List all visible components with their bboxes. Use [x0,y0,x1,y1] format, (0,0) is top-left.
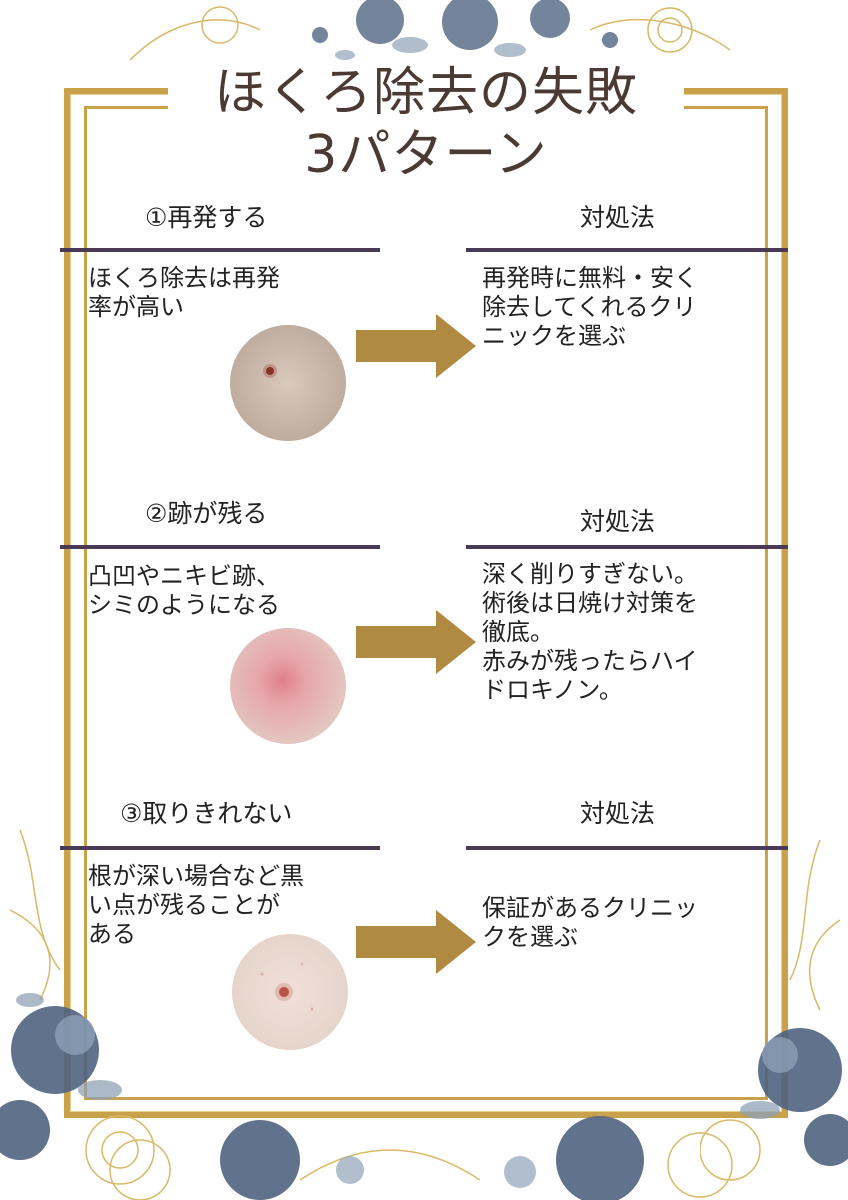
section-1-heading: ①再発する [145,203,268,232]
section-2-remedy-heading: 対処法 [580,507,656,536]
section-1-divider-left [60,248,380,252]
section-1-problem-line-2: 率が高い [88,293,184,321]
section-2-heading: ②跡が残る [145,499,268,528]
section-3-skin-photo [232,934,348,1050]
section-3-divider-left [60,846,380,850]
section-2-remedy-line-3: 徹底。 [482,618,554,646]
section-3-problem-line-1: 根が深い場合など黒 [88,862,304,890]
section-2-remedy: 深く削りすぎない。 術後は日焼け対策を 徹底。 赤みが残ったらハイ ドロキノン。 [482,560,698,705]
section-2-remedy-line-5: ドロキノン。 [482,676,623,704]
section-2-problem: 凸凹やニキビ跡、 シミのようになる [88,562,280,620]
section-3-remedy-heading: 対処法 [580,799,656,828]
title-backdrop [168,70,684,190]
section-2-divider-left [60,545,380,549]
section-2-remedy-line-2: 術後は日焼け対策を [482,589,698,617]
section-2-divider-right [466,545,788,549]
section-2-arrow-icon [356,610,476,674]
section-1-skin-photo [230,325,346,441]
section-1-remedy-line-3: ニックを選ぶ [482,322,626,350]
section-2-skin-photo [230,628,346,744]
section-2-remedy-line-4: 赤みが残ったらハイ [482,647,698,675]
page-title: ほくろ除去の失敗 3パターン [150,62,702,186]
section-1-problem-line-1: ほくろ除去は再発 [88,264,280,292]
section-3-heading: ③取りきれない [120,799,293,828]
section-1-remedy-line-2: 除去してくれるクリ [482,293,697,321]
section-3-divider-right [466,846,788,850]
section-1-problem: ほくろ除去は再発 率が高い [88,264,280,322]
section-3-remedy-line-1: 保証があるクリニッ [482,894,698,922]
section-2-remedy-line-1: 深く削りすぎない。 [482,560,698,588]
section-3-problem-line-3: ある [88,920,136,948]
section-3-arrow-icon [356,910,476,974]
title-line-2: 3パターン [304,125,548,185]
section-3-remedy: 保証があるクリニッ クを選ぶ [482,894,698,952]
section-3-problem: 根が深い場合など黒 い点が残ることが ある [88,862,304,949]
section-3-remedy-line-2: クを選ぶ [482,923,578,951]
section-1-remedy: 再発時に無料・安く 除去してくれるクリ ニックを選ぶ [482,264,698,351]
section-3-problem-line-2: い点が残ることが [88,891,280,919]
title-line-1: ほくろ除去の失敗 [213,63,638,123]
section-2-problem-line-1: 凸凹やニキビ跡、 [88,562,280,590]
section-1-remedy-line-1: 再発時に無料・安く [482,264,698,292]
section-1-divider-right [466,248,788,252]
section-2-problem-line-2: シミのようになる [88,591,280,619]
section-1-remedy-heading: 対処法 [580,203,656,232]
section-1-arrow-icon [356,314,476,378]
